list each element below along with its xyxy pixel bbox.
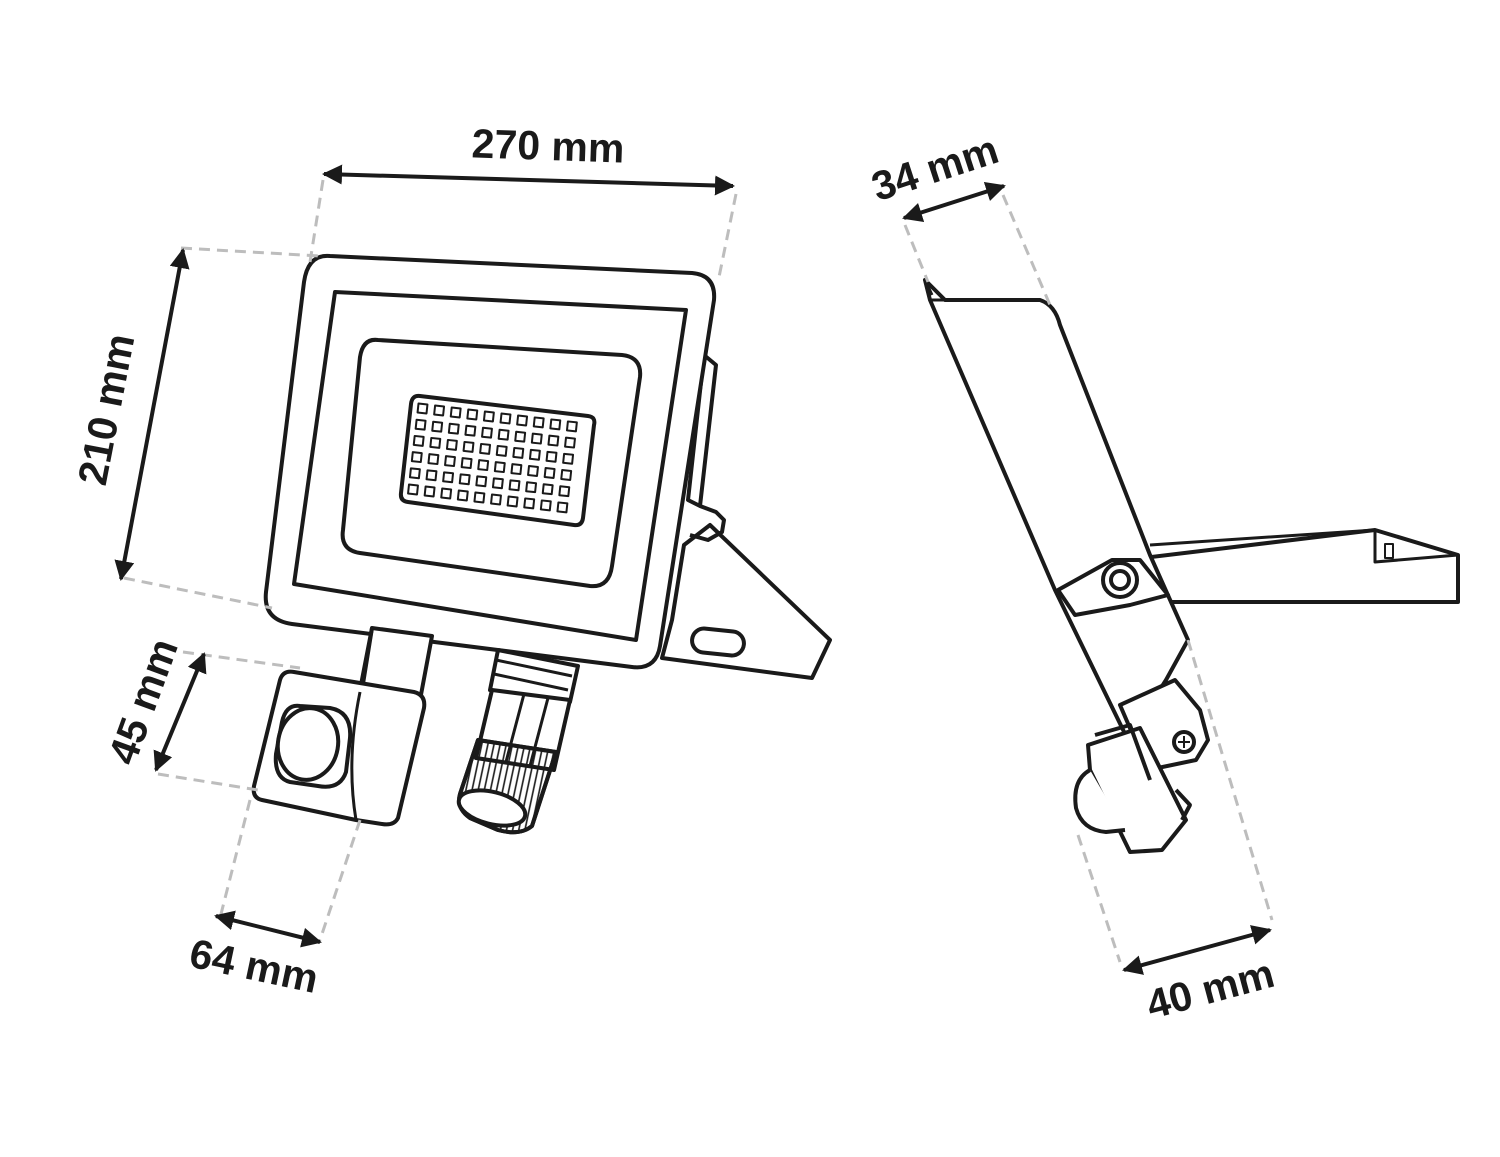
led-chip	[410, 451, 423, 464]
pir-sensor	[251, 669, 427, 827]
sensor-width-label: 64 mm	[186, 930, 323, 1002]
dimension-lines	[114, 164, 1274, 975]
led-chip	[558, 485, 571, 498]
height-dimension-arrow	[114, 248, 190, 581]
led-chip	[429, 436, 442, 449]
led-chip	[493, 461, 506, 474]
led-chip	[482, 410, 495, 423]
led-chip	[440, 487, 453, 500]
width-label: 270 mm	[471, 120, 625, 171]
side-sensor	[1073, 678, 1210, 854]
led-grid	[407, 402, 578, 514]
led-chip	[427, 453, 440, 466]
sensor-lens	[275, 706, 341, 782]
front-mount-bracket	[660, 353, 832, 680]
led-chip	[408, 467, 421, 480]
led-chip	[431, 420, 444, 433]
led-chip	[564, 436, 576, 449]
led-chip	[456, 489, 469, 502]
side-bracket-arm	[1108, 528, 1460, 604]
led-chip	[516, 414, 529, 427]
depth-dimension-arrow	[902, 181, 1006, 223]
led-chip	[508, 479, 521, 492]
led-chip	[425, 469, 438, 482]
led-chip	[447, 422, 460, 435]
led-chip	[545, 450, 558, 463]
height-label: 210 mm	[69, 330, 143, 489]
led-chip	[562, 452, 575, 465]
led-chip	[525, 481, 538, 494]
led-chip	[549, 418, 562, 431]
led-chip	[490, 493, 502, 506]
led-chip	[512, 446, 525, 459]
led-chip	[458, 473, 471, 486]
sensor-width-arrow	[214, 910, 322, 948]
led-chip	[445, 438, 458, 451]
led-chip	[433, 404, 446, 417]
bracket-slot	[690, 626, 746, 658]
led-chip	[475, 475, 488, 488]
total-depth-label: 40 mm	[1142, 950, 1279, 1028]
led-chip	[530, 432, 543, 445]
led-chip	[462, 440, 475, 453]
led-chip	[514, 430, 527, 443]
led-chip	[560, 469, 573, 481]
led-chip	[442, 471, 455, 484]
led-chip	[565, 420, 578, 433]
led-chip	[539, 499, 552, 512]
led-chip	[460, 457, 473, 470]
led-chip	[466, 408, 479, 421]
led-chip	[479, 442, 492, 455]
depth-label: 34 mm	[866, 126, 1004, 210]
side-housing	[923, 278, 1190, 742]
led-chip	[556, 501, 569, 514]
led-chip	[416, 402, 429, 415]
sensor-height-label: 45 mm	[99, 632, 187, 770]
led-chip	[547, 434, 560, 447]
led-chip	[527, 465, 539, 477]
led-chip	[412, 434, 425, 447]
led-chip	[444, 455, 456, 468]
led-chip	[532, 416, 545, 429]
led-chip	[543, 467, 556, 479]
sensor-height-arrow	[153, 652, 207, 772]
led-chip	[473, 491, 486, 504]
led-chip	[528, 448, 541, 461]
led-chip	[541, 483, 554, 496]
led-chip	[497, 428, 510, 441]
width-dimension-arrow	[322, 164, 735, 196]
led-chip	[491, 477, 504, 490]
led-chip	[449, 406, 462, 419]
led-chip	[495, 444, 508, 457]
cable-gland	[456, 648, 580, 835]
total-depth-arrow	[1122, 925, 1272, 975]
led-chip	[506, 495, 519, 508]
led-chip	[523, 497, 536, 510]
led-chip	[414, 418, 427, 431]
side-view	[923, 278, 1460, 854]
led-chip	[481, 426, 493, 439]
front-view	[251, 253, 832, 835]
led-chip	[407, 483, 419, 496]
led-array	[398, 393, 597, 528]
led-chip	[510, 463, 523, 476]
led-chip	[499, 412, 512, 425]
led-chip	[464, 424, 477, 437]
led-chip	[423, 485, 436, 498]
led-chip	[477, 459, 490, 472]
